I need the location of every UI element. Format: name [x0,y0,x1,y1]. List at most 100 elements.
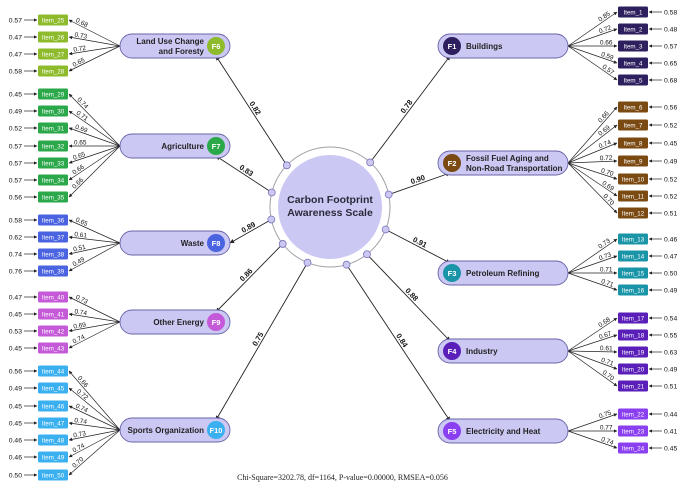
item-label: Item_28 [42,69,65,76]
factor-name: Electricity and Heat [466,427,541,436]
factor-code-badge [443,154,461,172]
error-variance-label: 0.68 [664,78,677,85]
error-variance-label: 0.47 [9,295,22,302]
error-variance-label: 0.49 [9,386,22,393]
item-label: Item_48 [42,438,65,445]
item-label: Item_2 [624,27,643,34]
item-loading-line [68,429,121,458]
item-box [38,122,68,134]
error-variance-label: 0.48 [664,27,677,34]
factor-name: Petroleum Refining [466,269,539,278]
factor-code-badge [207,313,225,331]
factor-pill [437,33,569,59]
item-box [618,40,648,52]
item-box [618,155,648,167]
item-loading-label: 0.71 [75,110,90,123]
error-variance-label: 0.45 [664,141,677,148]
item-loading-label: 0.71 [600,278,615,289]
item-loading-line [68,242,121,272]
item-loading-label: 0.65 [74,140,87,147]
item-box [618,137,648,149]
path-junction-dot [363,250,371,259]
factor-name: Industry [466,347,498,356]
item-loading-label: 0.74 [598,139,613,150]
item-loading-line [567,255,618,274]
center-title-line2: Awareness Scale [287,207,373,219]
item-box [38,174,68,186]
error-variance-label: 0.57 [9,178,22,185]
error-variance-label: 0.52 [664,194,677,201]
item-box [38,417,68,429]
structural-path-line [215,55,288,166]
item-loading-label: 0.59 [600,51,615,62]
item-loading-line [567,162,618,214]
item-box [618,6,648,18]
item-box [618,267,648,279]
error-variance-label: 0.65 [664,61,677,68]
path-junction-dot [278,240,287,248]
item-loading-line [567,317,618,352]
item-box [618,207,648,219]
factor-code-label: F7 [212,142,221,151]
item-label: Item_50 [42,473,65,480]
item-label: Item_23 [622,429,645,436]
item-label: Item_17 [622,316,645,323]
path-junction-dot [381,225,390,234]
item-loading-label: 0.61 [74,231,88,239]
error-variance-label: 0.58 [664,10,677,17]
item-label: Item_10 [622,177,645,184]
item-label: Item_6 [624,105,643,112]
item-loading-label: 0.69 [74,124,89,135]
item-loading-label: 0.71 [600,357,615,368]
error-variance-label: 0.49 [664,159,677,166]
error-variance-label: 0.57 [9,144,22,151]
item-label: Item_37 [42,235,65,242]
item-box [38,291,68,303]
item-loading-line [567,350,618,370]
item-loading-label: 0.68 [74,17,89,29]
item-loading-line [68,45,121,56]
structural-path-line [385,229,451,264]
error-variance-label: 0.52 [9,126,22,133]
item-box [618,23,648,35]
item-loading-line [68,296,121,323]
item-label: Item_22 [622,412,645,419]
error-variance-label: 0.52 [664,123,677,130]
item-label: Item_13 [622,237,645,244]
structural-path-line [369,55,451,163]
path-junction-dot [342,260,351,269]
item-loading-label: 0.51 [73,244,87,254]
item-loading-label: 0.73 [74,294,89,306]
item-loading-label: 0.72 [75,388,90,402]
item-box [38,214,68,226]
item-loading-label: 0.70 [600,167,615,178]
item-box [38,105,68,117]
item-loading-label: 0.73 [597,237,612,250]
error-variance-label: 0.47 [9,52,22,59]
item-loading-line [567,106,618,164]
item-loading-line [567,272,618,291]
structural-path-line [229,219,272,244]
item-label: Item_9 [624,159,643,166]
error-variance-label: 0.56 [9,369,22,376]
factor-name: Sports Organization [128,426,205,435]
item-box [618,284,648,296]
item-loading-line [567,45,618,81]
item-box [618,363,648,375]
factor-code-badge [207,234,225,252]
item-loading-label: 0.66 [71,163,86,176]
item-box [38,231,68,243]
item-label: Item_24 [622,446,645,453]
item-loading-label: 0.72 [73,45,87,54]
structural-loading-label: 0.78 [398,98,414,115]
error-variance-label: 0.58 [9,69,22,76]
item-label: Item_21 [622,384,645,391]
item-box [38,434,68,446]
item-box [38,308,68,320]
factor-code-label: F10 [210,426,223,435]
factor-pill [119,133,231,159]
item-loading-line [68,35,121,47]
